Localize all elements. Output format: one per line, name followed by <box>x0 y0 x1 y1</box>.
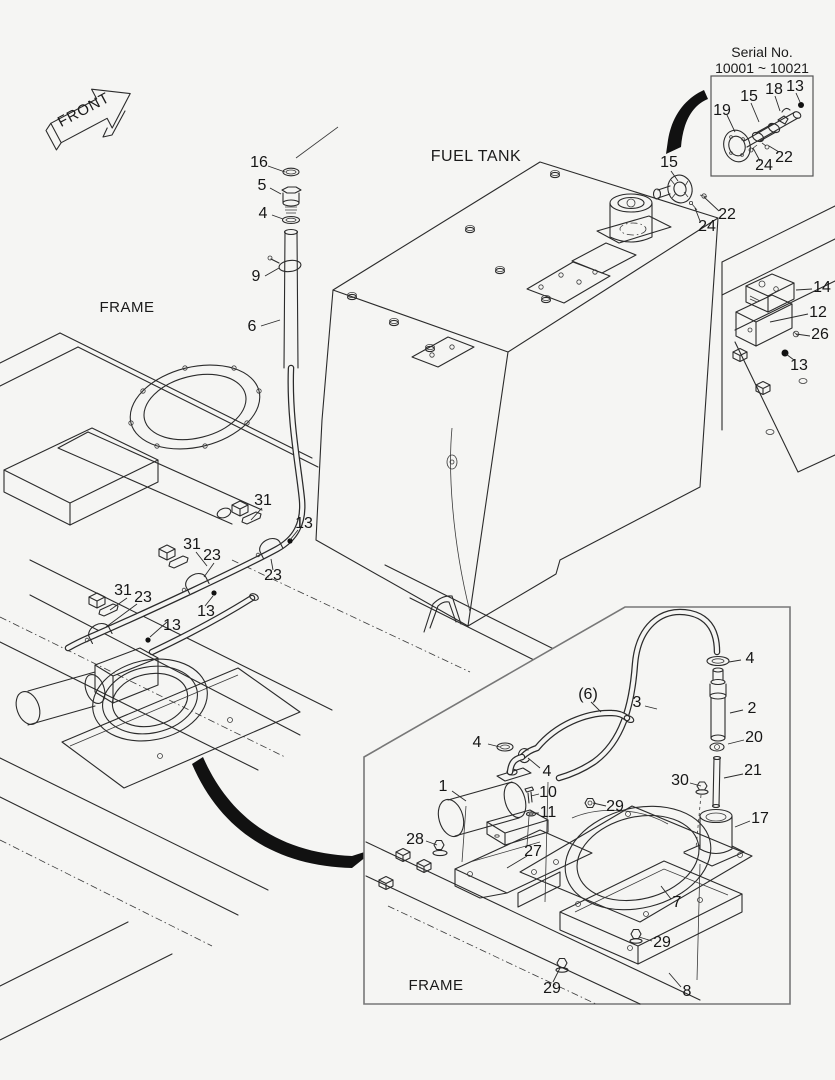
detail-inset-box <box>363 606 791 1005</box>
reference-arrows <box>192 90 708 868</box>
fuel-cock-art <box>652 174 708 211</box>
serial-number-title: Serial No. <box>731 44 792 60</box>
front-arrow: FRONT <box>45 88 131 151</box>
fuel-line-art <box>64 167 306 656</box>
serial-number-range: 10001 ~ 10021 <box>715 60 809 76</box>
frame-label-main: FRAME <box>100 299 155 316</box>
fuel-tank-art <box>295 126 719 627</box>
serial-inset-box <box>710 75 814 177</box>
serial-cock-art <box>723 102 804 163</box>
leader-lines <box>105 92 813 988</box>
fuel-tank-label: FUEL TANK <box>431 148 521 165</box>
frame-label-inset: FRAME <box>409 977 464 994</box>
right-bracket-art <box>721 205 835 473</box>
front-arrow-label: FRONT <box>55 89 113 131</box>
pump-assembly-art <box>15 647 301 789</box>
